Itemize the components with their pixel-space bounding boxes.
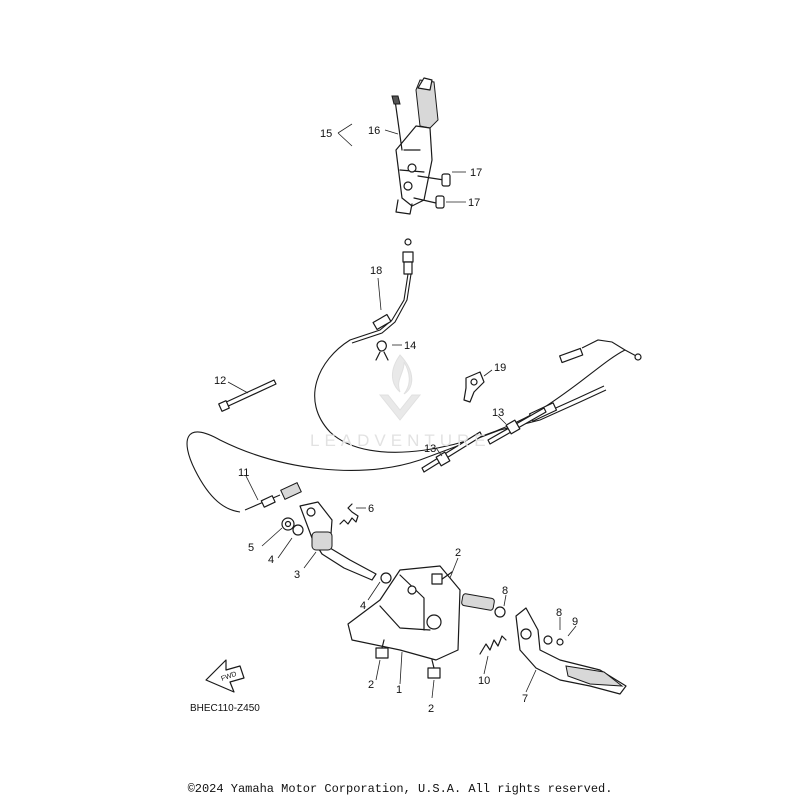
cable-tie-13-left: [421, 431, 483, 473]
callout-labels: 15 16 17 17 18 14 19 12 13 13 11 6 5 4 3…: [214, 125, 578, 715]
callout-16: 16: [368, 125, 380, 137]
spring-6: [339, 503, 359, 525]
bolt-2-bottom: [427, 659, 441, 679]
callout-17-upper: 17: [470, 167, 482, 179]
callout-19: 19: [494, 362, 506, 374]
callout-6: 6: [368, 503, 374, 515]
callout-11: 11: [238, 467, 249, 479]
brake-cable: [314, 273, 642, 453]
callout-2-bottom: 2: [428, 703, 434, 715]
callout-17-lower: 17: [468, 197, 480, 209]
callout-13-left: 13: [424, 443, 436, 455]
spring-10: [479, 635, 507, 655]
brake-pedal-7: [515, 607, 627, 695]
brake-arm-3: [299, 501, 377, 581]
callout-2-left: 2: [368, 679, 374, 691]
callout-5: 5: [248, 542, 254, 554]
callout-4-lower: 4: [360, 600, 366, 612]
pedal-bracket-1: [347, 565, 461, 661]
bolt-17-lower: [413, 195, 445, 209]
washer-4-lower: [380, 572, 392, 584]
callout-9: 9: [572, 616, 578, 628]
callout-18: 18: [370, 265, 382, 277]
parking-brake-lever: [391, 77, 439, 215]
callout-15: 15: [320, 128, 332, 140]
callout-13-right: 13: [492, 407, 504, 419]
callout-4-upper: 4: [268, 554, 274, 566]
bolt-17-upper: [417, 173, 451, 187]
callout-1: 1: [396, 684, 402, 696]
callout-7: 7: [522, 693, 528, 705]
cable-tie-13-right: [487, 407, 547, 445]
callout-2-top: 2: [455, 547, 461, 559]
copyright-notice: ©2024 Yamaha Motor Corporation, U.S.A. A…: [187, 782, 613, 796]
washer-8-right: [543, 635, 553, 645]
bolt-2-left: [375, 639, 389, 659]
diagram-code: BHEC110-Z450: [190, 703, 260, 714]
cotter-pin-9: [556, 638, 564, 646]
callout-8-right: 8: [556, 607, 562, 619]
cable-tie-12: [218, 379, 277, 412]
callout-14: 14: [404, 340, 416, 352]
watermark-text: LEADVENTURE: [310, 431, 491, 450]
cable-fitting-upper: [402, 251, 414, 275]
holder-19: [463, 371, 485, 403]
clip-14: [375, 340, 389, 361]
callout-3: 3: [294, 569, 300, 581]
watermark-logo: [378, 354, 422, 421]
callout-12: 12: [214, 375, 226, 387]
fwd-arrow: FWD: [205, 659, 245, 693]
washer-small: [404, 238, 412, 246]
bolt-2-top: [431, 571, 453, 585]
callout-8-left: 8: [502, 585, 508, 597]
leader-lines: [227, 123, 577, 699]
callout-10: 10: [478, 675, 490, 687]
pivot-shaft: [461, 593, 506, 618]
washer-4-upper: [292, 524, 304, 536]
